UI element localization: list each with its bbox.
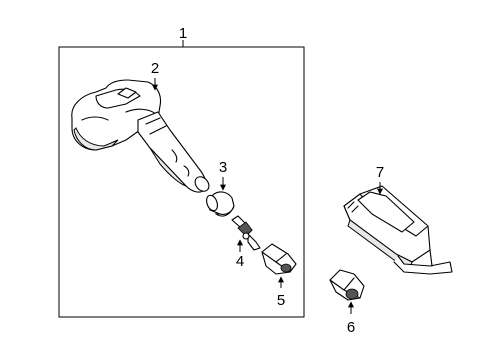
valve-core-part[interactable]: [231, 215, 261, 251]
callout-5: 5: [277, 292, 285, 309]
tpms-sensor-part[interactable]: [71, 79, 212, 194]
callout-7: 7: [376, 164, 384, 181]
valve-cap-part[interactable]: [205, 191, 235, 217]
valve-nut-part[interactable]: [261, 243, 297, 275]
callout-4: 4: [236, 253, 244, 270]
callout-1: 1: [179, 25, 187, 42]
tpms-module-part[interactable]: [343, 185, 453, 275]
callout-3: 3: [219, 159, 227, 176]
callout-2: 2: [151, 60, 159, 77]
assembly-frame: [58, 46, 305, 318]
separate-nut-part[interactable]: [329, 269, 365, 301]
callout-6: 6: [347, 319, 355, 336]
